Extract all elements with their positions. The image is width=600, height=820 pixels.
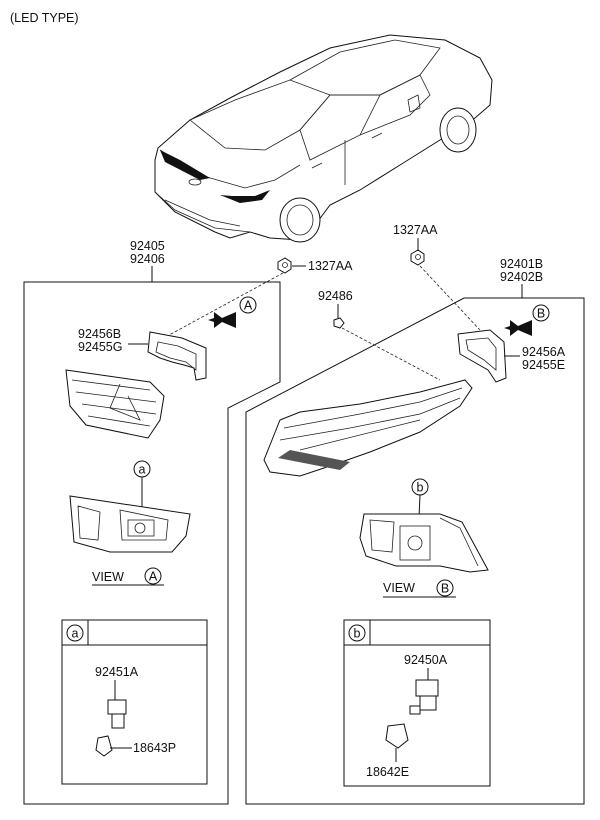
right-socket-icon	[409, 679, 439, 715]
right-nut-icon	[410, 249, 425, 266]
right-assembly-frame	[245, 297, 585, 805]
left-socket-icon	[107, 699, 127, 729]
right-gasket-icon	[457, 329, 507, 383]
view-marker-a	[144, 567, 162, 585]
view-b-label: VIEW	[383, 581, 415, 595]
view-a-label: VIEW	[92, 570, 124, 584]
right-gasket-part-2: 92455E	[522, 358, 565, 372]
right-lamp-icon	[263, 379, 473, 477]
left-bulb-icon	[95, 735, 113, 757]
left-assembly-frame	[23, 281, 281, 805]
right-housing-view-b	[359, 513, 489, 573]
right-part-number-2: 92402B	[500, 270, 543, 284]
arrow-marker-a-text: A	[244, 299, 253, 313]
car-illustration	[154, 34, 493, 243]
left-housing-view-a	[69, 495, 191, 553]
arrow-b-icon	[504, 320, 532, 336]
right-socket-part: 92450A	[404, 653, 448, 667]
led-type-label: (LED TYPE)	[10, 11, 79, 25]
left-part-number-1: 92405	[130, 239, 165, 253]
arrow-a-icon	[208, 312, 236, 328]
arrow-marker-a	[239, 296, 257, 314]
left-nut-label: 1327AA	[308, 259, 353, 273]
view-marker-b-text: B	[441, 582, 449, 596]
screw-icon	[333, 317, 345, 329]
detail-marker-b-text: b	[417, 481, 424, 495]
left-lamp-icon	[65, 369, 165, 439]
detail-box-b-marker	[348, 624, 366, 642]
view-marker-a-text: A	[149, 570, 158, 584]
right-nut-label: 1327AA	[393, 223, 438, 237]
left-part-number-2: 92406	[130, 252, 165, 266]
right-part-number-1: 92401B	[500, 257, 543, 271]
right-bulb-part: 18642E	[366, 765, 409, 779]
right-gasket-part-1: 92456A	[522, 345, 566, 359]
arrow-marker-b	[532, 304, 550, 322]
screw-label: 92486	[318, 289, 353, 303]
left-socket-part: 92451A	[95, 665, 139, 679]
detail-box-b	[343, 619, 491, 787]
detail-box-a-marker	[66, 624, 84, 642]
detail-marker-a-text: a	[139, 463, 146, 477]
left-gasket-part-2: 92455G	[78, 340, 122, 354]
view-marker-b	[436, 579, 454, 597]
detail-box-a	[61, 619, 208, 785]
left-bulb-part: 18643P	[133, 741, 176, 755]
detail-box-b-marker-text: b	[354, 627, 361, 641]
left-gasket-part-1: 92456B	[78, 327, 121, 341]
detail-box-a-marker-text: a	[72, 627, 79, 641]
right-bulb-icon	[385, 723, 409, 749]
left-nut-icon	[277, 257, 292, 274]
arrow-marker-b-text: B	[537, 307, 545, 321]
left-gasket-icon	[147, 331, 207, 381]
